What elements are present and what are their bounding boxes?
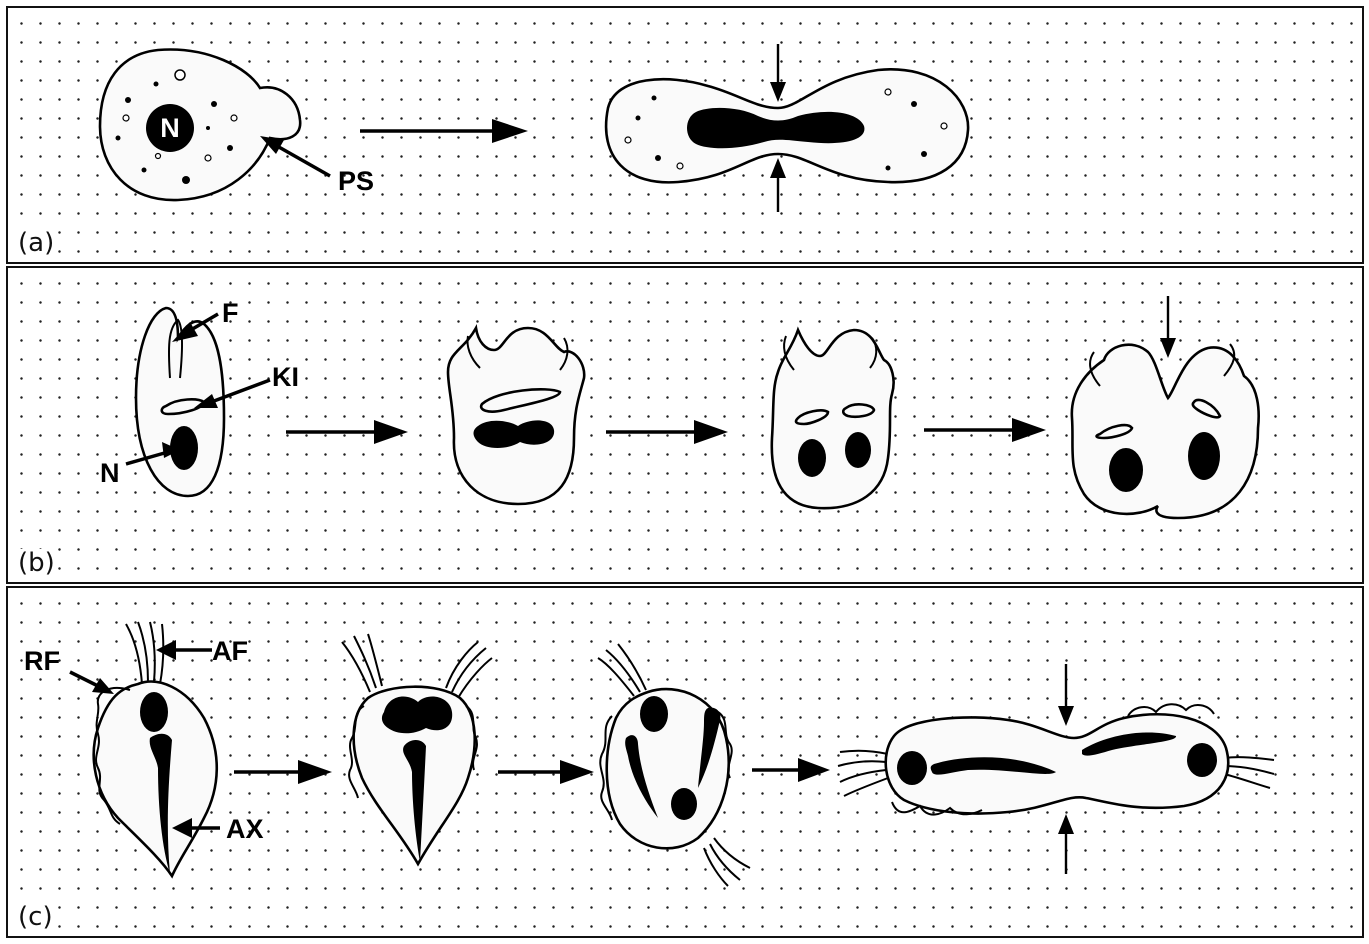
- trichomonad-cell-3: [598, 644, 750, 886]
- nucleus-left: [1109, 448, 1143, 492]
- flagellate-cell-4: [1072, 344, 1259, 518]
- panel-c: RF AF AX: [6, 586, 1364, 938]
- nucleus-right: [845, 432, 871, 468]
- nucleus-label-b: N: [100, 458, 120, 488]
- process-arrow-1: [234, 760, 332, 784]
- axostyle-label: AX: [226, 814, 264, 844]
- panel-b-letter: (b): [16, 549, 57, 578]
- panel-c-drawing: RF AF AX: [8, 588, 1366, 940]
- amoeba-cell: N: [100, 50, 300, 201]
- pseudopod-label: PS: [338, 166, 374, 196]
- flagellum-label: F: [222, 298, 239, 328]
- process-arrow-2: [498, 760, 594, 784]
- nucleus-left: [798, 439, 826, 477]
- anterior-flagella-label: AF: [212, 636, 248, 666]
- kinetoplast-right: [843, 404, 874, 416]
- panel-a-letter: (a): [16, 229, 56, 258]
- trichomonad-cell-4: [838, 704, 1274, 814]
- panel-b-drawing: F KI N: [8, 268, 1366, 586]
- flagellate-cell-2: [448, 328, 584, 504]
- panel-a: N PS: [6, 6, 1364, 264]
- process-arrow-3: [924, 418, 1046, 442]
- kinetoplast-label: KI: [272, 362, 299, 392]
- nucleus-right: [1188, 432, 1220, 480]
- pseudopod-pointer: PS: [260, 136, 374, 196]
- cleavage-arrow: [1160, 296, 1176, 358]
- flagellate-cell-3: [772, 330, 894, 508]
- process-arrow-2: [606, 420, 728, 444]
- process-arrow-1: [286, 420, 408, 444]
- nucleus-bottom: [671, 788, 697, 820]
- recurrent-flagellum-label: RF: [24, 646, 60, 676]
- panel-b: F KI N: [6, 266, 1364, 584]
- panel-c-letter: (c): [16, 903, 55, 932]
- nucleus-top: [640, 696, 668, 732]
- nucleus: [140, 692, 168, 732]
- nucleus-label: N: [160, 113, 180, 143]
- dividing-amoeba: [606, 69, 968, 182]
- trichomonad-cell-2: [342, 634, 492, 864]
- panel-a-drawing: N PS: [8, 8, 1366, 266]
- nucleus-left: [897, 751, 927, 785]
- nucleus-right: [1187, 743, 1217, 777]
- recurrent-flagellum-pointer: RF: [24, 646, 114, 694]
- nucleus-dividing: [382, 697, 452, 734]
- trichomonad-cell-1: [94, 622, 217, 876]
- process-arrow-3: [752, 758, 830, 782]
- process-arrow: [360, 119, 528, 143]
- anterior-flagella-pointer: AF: [156, 636, 248, 666]
